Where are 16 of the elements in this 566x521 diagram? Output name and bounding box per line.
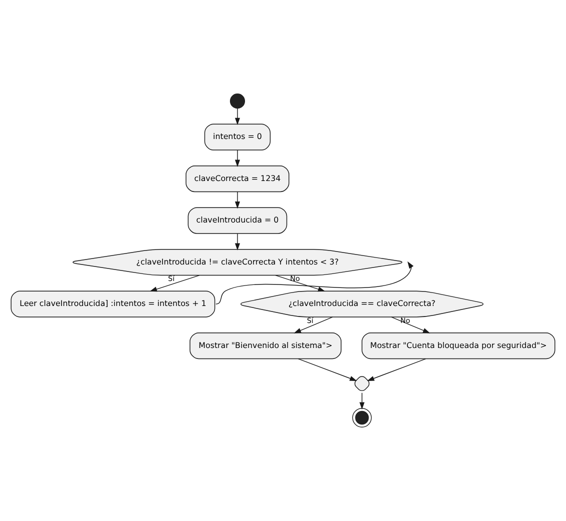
arrow — [275, 274, 326, 292]
arrow — [234, 191, 240, 209]
arrow — [367, 358, 426, 381]
node-circle — [352, 408, 372, 428]
arrow — [234, 233, 240, 250]
edge-label: Sí — [168, 274, 175, 284]
edge-label: No — [400, 316, 410, 325]
arrow — [234, 150, 240, 167]
arrow — [234, 108, 240, 126]
edge-label: No — [290, 274, 300, 284]
arrow — [359, 392, 365, 410]
arrow — [216, 261, 414, 304]
arrow — [298, 358, 357, 381]
edge-label: Sí — [306, 316, 314, 325]
node-diamond — [354, 376, 370, 392]
node-circle — [230, 94, 246, 109]
